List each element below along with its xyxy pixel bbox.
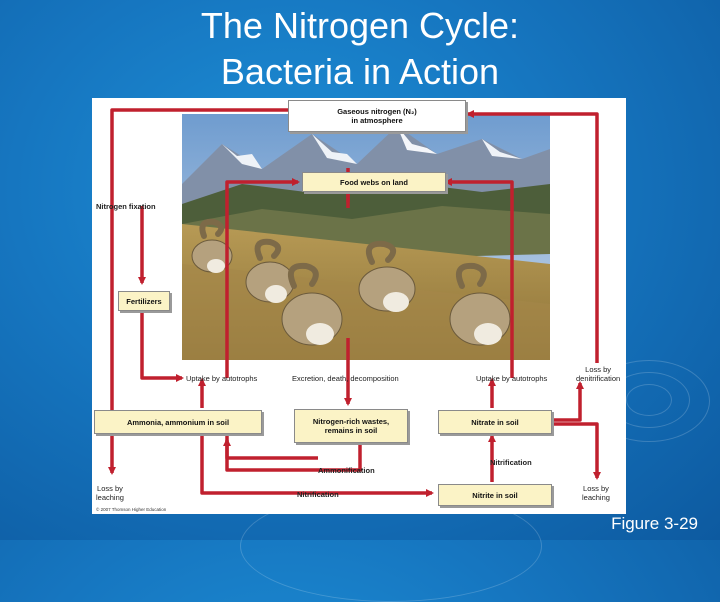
uptake-left-label: Uptake by autotrophs bbox=[186, 374, 258, 383]
nitrogen-fixation-label: Nitrogen fixation bbox=[96, 202, 156, 211]
photo-illustration bbox=[182, 114, 550, 360]
fertilizers-box: Fertilizers bbox=[118, 291, 170, 311]
loss-leaching-left-line2: leaching bbox=[96, 493, 124, 502]
food-webs-label: Food webs on land bbox=[340, 177, 408, 187]
nitrification-right-label: Nitrification bbox=[490, 458, 532, 467]
gaseous-nitrogen-box: Gaseous nitrogen (N₂) in atmosphere bbox=[288, 100, 466, 132]
uptake-right-label: Uptake by autotrophs bbox=[476, 374, 548, 383]
loss-leaching-right-line1: Loss by bbox=[583, 484, 609, 493]
ripple-decoration bbox=[626, 384, 672, 416]
loss-denitrification-label: Loss by denitrification bbox=[576, 365, 620, 383]
nitrate-label: Nitrate in soil bbox=[471, 417, 519, 427]
ammonia-label: Ammonia, ammonium in soil bbox=[126, 417, 230, 427]
ammonification-label: Ammonification bbox=[318, 466, 375, 475]
ammonia-box: Ammonia, ammonium in soil bbox=[94, 410, 262, 434]
loss-leaching-left-label: Loss by leaching bbox=[96, 484, 124, 502]
bighorn-sheep-photo bbox=[182, 114, 550, 360]
nitrite-box: Nitrite in soil bbox=[438, 484, 552, 506]
copyright-text: © 2007 Thomson Higher Education bbox=[96, 507, 167, 512]
nitrate-box: Nitrate in soil bbox=[438, 410, 552, 434]
slide-title-line1: The Nitrogen Cycle: bbox=[200, 5, 520, 46]
cycle-arrows bbox=[108, 108, 601, 497]
excretion-label: Excretion, death, decomposition bbox=[292, 374, 399, 383]
fertilizers-label: Fertilizers bbox=[126, 296, 162, 306]
gaseous-nitrogen-line1: Gaseous nitrogen (N₂) bbox=[337, 107, 417, 116]
nitrogen-wastes-line2: remains in soil bbox=[324, 426, 378, 435]
loss-leaching-left-line1: Loss by bbox=[97, 484, 123, 493]
loss-leaching-right-label: Loss by leaching bbox=[582, 484, 610, 502]
figure-caption: Figure 3-29 bbox=[611, 514, 698, 533]
nitrogen-cycle-figure: Gaseous nitrogen (N₂) in atmosphere Food… bbox=[92, 98, 626, 514]
nitrite-label: Nitrite in soil bbox=[472, 490, 518, 500]
gaseous-nitrogen-line2: in atmosphere bbox=[351, 116, 403, 125]
nitrogen-wastes-box: Nitrogen-rich wastes, remains in soil bbox=[294, 409, 408, 443]
loss-denitrification-line1: Loss by bbox=[585, 365, 612, 374]
slide-title-line2: Bacteria in Action bbox=[220, 51, 500, 92]
loss-leaching-right-line2: leaching bbox=[582, 493, 610, 502]
loss-denitrification-line2: denitrification bbox=[576, 374, 621, 383]
nitrogen-wastes-line1: Nitrogen-rich wastes, bbox=[312, 417, 390, 426]
food-webs-box: Food webs on land bbox=[302, 172, 446, 192]
nitrification-bottom-label: Nitrification bbox=[297, 490, 339, 499]
